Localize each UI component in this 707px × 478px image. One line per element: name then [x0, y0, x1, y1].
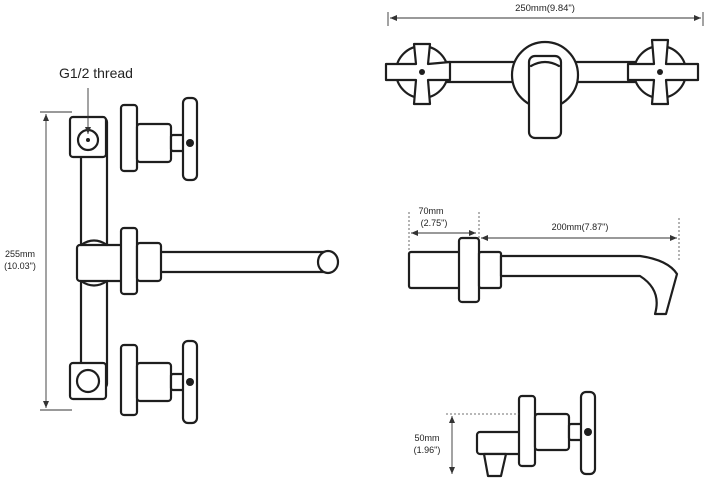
- depth-in-label: (2.75"): [421, 218, 448, 228]
- height-mm-label: 255mm: [5, 249, 35, 259]
- spout-dimension: [481, 218, 680, 262]
- height-dimension: [40, 111, 72, 411]
- depth-mm-label: 70mm: [418, 206, 443, 216]
- width-dimension: [387, 12, 704, 26]
- spout-label: 200mm(7.87"): [552, 222, 609, 232]
- body-dimension: [446, 413, 519, 474]
- body-mm-label: 50mm: [414, 433, 439, 443]
- depth-dimension: [408, 212, 480, 252]
- spout-top-view: [407, 236, 679, 316]
- body-in-label: (1.96"): [414, 445, 441, 455]
- thread-label: G1/2 thread: [59, 65, 133, 81]
- front-view: [384, 38, 700, 140]
- width-label: 250mm(9.84"): [515, 3, 575, 14]
- height-in-label: (10.03"): [4, 261, 36, 271]
- side-view: [68, 88, 340, 425]
- valve-detail-view: [475, 390, 597, 478]
